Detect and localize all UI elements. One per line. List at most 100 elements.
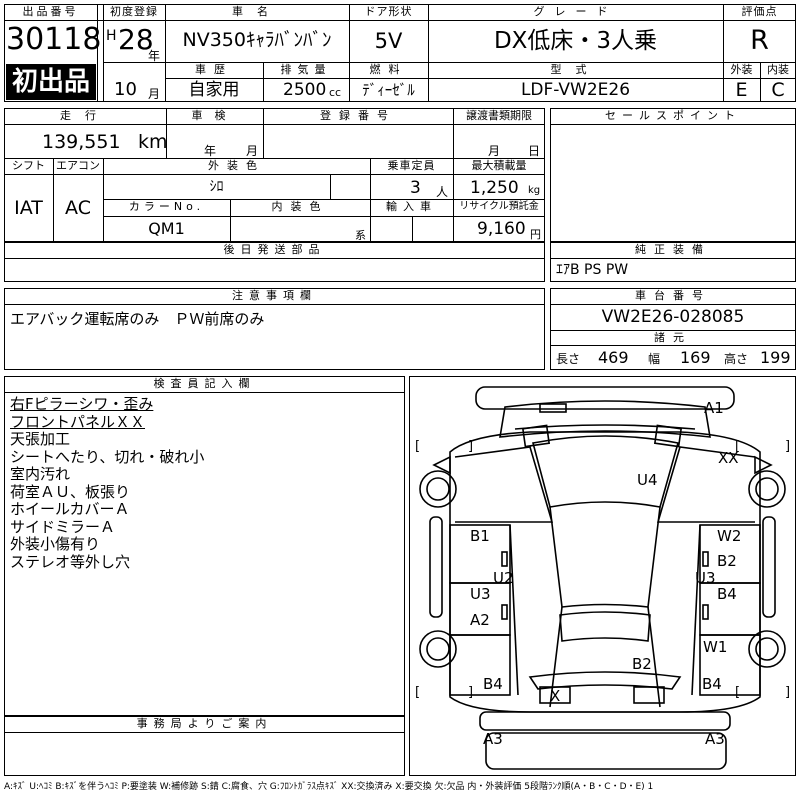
exterior-label: 外装 <box>730 63 753 76</box>
ext-color-label: 外装色 <box>208 159 265 172</box>
damage-code: B1 <box>470 527 490 545</box>
import-label: 輸入車 <box>386 200 437 213</box>
transfer-month-unit: 月 <box>488 144 501 158</box>
damage-code: A3 <box>483 730 503 748</box>
reg-no-label: 登録番号 <box>320 109 396 122</box>
inspector-line: サイドミラーＡ <box>10 517 116 536</box>
color-no-label: カラーNo. <box>128 200 205 213</box>
first-reg-month: 10 <box>114 79 137 100</box>
model-label: 型式 <box>550 63 601 76</box>
first-listing-text: 初出品 <box>11 67 90 97</box>
header-block <box>4 4 796 102</box>
first-listing-badge: 初出品 <box>6 64 96 100</box>
month-unit: 月 <box>148 87 161 101</box>
width-value: 169 <box>680 348 711 367</box>
grade-value: DX低床・3人乗 <box>493 28 658 54</box>
equipment-block <box>550 242 796 282</box>
office-label: 事務局よりご案内 <box>136 717 273 730</box>
first-reg-label: 初度登録 <box>110 5 158 18</box>
equipment-label: 純正装備 <box>635 243 711 256</box>
chassis-number: VW2E26-028085 <box>601 307 745 327</box>
office-block <box>4 716 405 776</box>
history-value: 自家用 <box>188 80 240 100</box>
damage-code: B4 <box>702 675 722 693</box>
capacity-value: 3 <box>410 178 421 198</box>
inspector-line: ホイールカバーＡ <box>10 500 130 518</box>
damage-code: U4 <box>637 471 658 489</box>
specs-block <box>4 108 545 242</box>
ac-label: エアコン <box>56 159 100 172</box>
inspector-line: 外装小傷有り <box>10 535 101 553</box>
capacity-label: 乗車定員 <box>387 159 436 172</box>
capacity-unit: 人 <box>436 185 449 199</box>
car-name: NV350ｷｬﾗﾊﾞﾝﾊﾞﾝ <box>182 29 332 51</box>
model-value: LDF-VW2E26 <box>520 80 631 100</box>
damage-code: B2 <box>632 655 652 673</box>
inspector-line: 天張加工 <box>10 430 71 448</box>
max-load-unit: kg <box>528 185 541 196</box>
recycle-value: 9,160 <box>477 219 526 239</box>
damage-code: A3 <box>705 730 725 748</box>
damage-diagram: A1 XX U4 B1 W2 B2 U2 U3 U3 B4 A2 W1 B2 B… <box>409 376 796 776</box>
equipment-value: ｴｱB PS PW <box>556 262 629 278</box>
damage-code: B2 <box>717 552 737 570</box>
inspector-label: 検査員記入欄 <box>153 377 256 390</box>
door-label: ドア形状 <box>364 5 413 18</box>
inspector-block <box>4 376 405 716</box>
year-unit: 年 <box>148 49 161 63</box>
inspector-line: 室内汚れ <box>10 465 71 483</box>
height-value: 199 <box>760 348 791 367</box>
dims-label: 諸元 <box>654 331 692 344</box>
ac-value: AC <box>65 197 91 219</box>
lot-number: 30118 <box>6 22 102 57</box>
bracket: [ <box>735 439 741 454</box>
damage-code: U3 <box>470 585 491 603</box>
transfer-day-unit: 日 <box>528 144 541 158</box>
history-label: 車歴 <box>195 63 233 76</box>
era: H <box>106 28 117 44</box>
bracket: [ <box>415 685 421 700</box>
inspector-line: フロントパネルＸＸ <box>10 412 146 431</box>
transfer-label: 譲渡書類期限 <box>466 109 532 122</box>
bracket: ] <box>468 685 474 700</box>
displacement-value: 2500 <box>283 80 327 100</box>
later-parts-label: 後日発送部品 <box>223 243 326 256</box>
first-reg-year: 28 <box>118 23 154 56</box>
chassis-block <box>550 288 796 370</box>
max-load-value: 1,250 <box>470 178 519 198</box>
inspector-line: シートへたり、切れ・破れ小 <box>10 447 205 466</box>
grade-label: グレード <box>533 5 618 18</box>
displacement-unit: cc <box>329 86 342 99</box>
score-label: 評価点 <box>741 5 778 18</box>
inspection-month-unit: 月 <box>246 144 259 158</box>
notes-text: エアバック運転席のみ ＰＷ前席のみ <box>10 310 265 328</box>
inspector-notes: 右Fピラーシワ・歪み フロントパネルＸＸ 天張加工 シートへたり、切れ・破れ小 … <box>10 395 400 571</box>
damage-code: U2 <box>493 569 514 587</box>
bracket: ] <box>785 685 791 700</box>
recycle-label: リサイクル預託金 <box>459 201 539 212</box>
damage-code: A1 <box>704 399 724 417</box>
ext-color-value: ｼﾛ <box>209 179 224 195</box>
inspector-line: ステレオ等外し穴 <box>10 552 131 571</box>
legend-text: A:ｷｽﾞ U:ﾍｺﾐ B:ｷｽﾞを伴うﾍｺﾐ P:要塗装 W:補修跡 S:錆 … <box>4 782 654 792</box>
mileage-label: 走行 <box>60 109 110 122</box>
interior-label: 内装 <box>767 63 789 76</box>
interior-grade: C <box>771 79 785 101</box>
exterior-grade: E <box>735 79 748 101</box>
sales-points-label: セールスポイント <box>605 109 741 122</box>
height-label: 高さ <box>724 352 749 366</box>
damage-code: B4 <box>717 585 737 603</box>
length-label: 長さ <box>556 352 581 366</box>
mileage-value: 139,551 <box>42 131 121 153</box>
inspector-line: 右Fピラーシワ・歪み <box>10 395 154 413</box>
damage-code: A2 <box>470 611 490 629</box>
notes-label: 注意事項欄 <box>232 289 317 302</box>
mileage-unit: km <box>138 131 168 153</box>
damage-code: W1 <box>703 638 728 656</box>
bracket: ] <box>468 439 474 454</box>
fuel-value: ﾃﾞｨｰｾﾞﾙ <box>362 81 415 99</box>
int-color-label: 内装色 <box>271 200 329 213</box>
damage-code: XX <box>718 449 739 467</box>
score-value: R <box>750 25 769 56</box>
later-parts-block <box>4 242 545 282</box>
